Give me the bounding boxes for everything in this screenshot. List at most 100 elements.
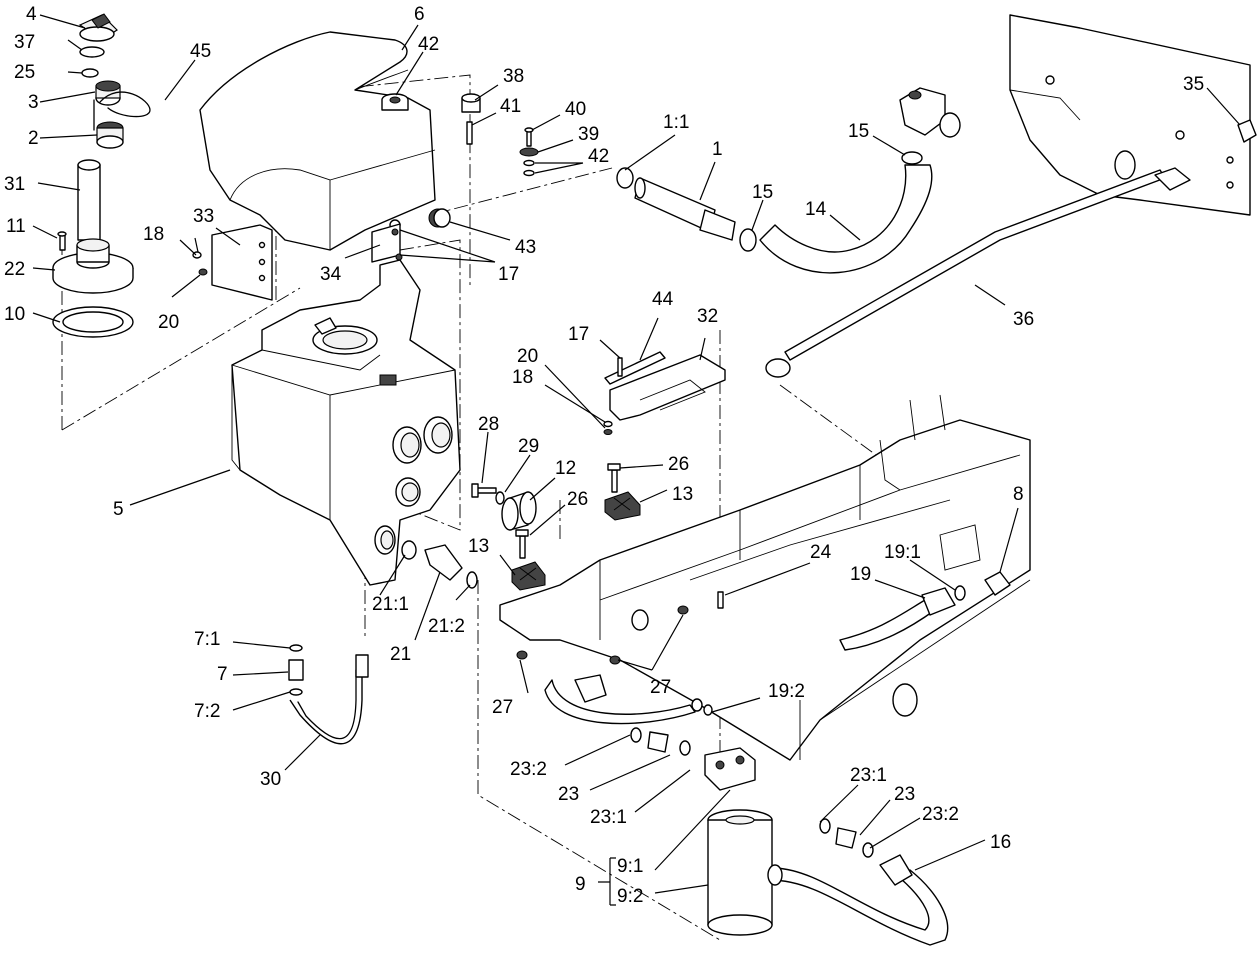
callout-25: 25 (14, 62, 35, 83)
lower-frame (499, 394, 1031, 761)
callout-1-1: 1:1 (663, 112, 689, 133)
callout-9-1: 9:1 (617, 856, 643, 877)
washers-part-42 (523, 159, 535, 177)
nut-part-27 (516, 605, 689, 665)
callout-13b: 13 (468, 536, 489, 557)
callout-21: 21 (390, 644, 411, 665)
nut-part-20 (198, 268, 208, 276)
strainer-part-3 (93, 80, 121, 131)
tube-part-1 (634, 177, 736, 241)
plug-part-43 (428, 208, 451, 228)
callout-10: 10 (4, 304, 25, 325)
callout-23-2a: 23:2 (510, 759, 547, 780)
o-ring-part-1-1 (616, 167, 634, 189)
gasket-part-10 (52, 306, 134, 338)
bolt-part-24 (717, 591, 724, 609)
callout-15b: 15 (752, 182, 773, 203)
callout-28: 28 (478, 414, 499, 435)
callout-27a: 27 (492, 697, 513, 718)
callout-23-1a: 23:1 (590, 807, 627, 828)
callout-36: 36 (1013, 309, 1034, 330)
washer-part-25 (81, 68, 99, 78)
nut-part-8 (984, 571, 1011, 596)
bracket-part-34 (371, 223, 403, 263)
callout-44: 44 (652, 289, 674, 310)
callout-34: 34 (320, 264, 342, 285)
callout-31: 31 (4, 174, 25, 195)
bracket-part-33 (211, 224, 273, 301)
callout-19: 19 (850, 564, 871, 585)
callout-15a: 15 (848, 121, 869, 142)
callout-42a: 42 (418, 34, 439, 55)
washer-nut-parts-18-20 (603, 420, 613, 435)
callout-33: 33 (193, 206, 214, 227)
callout-22: 22 (4, 259, 25, 280)
hydraulic-tank-part-5 (231, 259, 461, 586)
callout-39: 39 (578, 124, 599, 145)
callout-3: 3 (28, 92, 39, 113)
fitting-part-7 (288, 644, 304, 696)
screw-part-40 (524, 127, 534, 147)
callout-9-2: 9:2 (617, 886, 643, 907)
screw-part-11 (57, 231, 67, 251)
grommet-part-38 (461, 93, 481, 113)
bolt-part-26 (515, 463, 621, 559)
callout-6: 6 (414, 4, 425, 25)
bracket-part-32 (609, 354, 726, 421)
callout-8: 8 (1013, 484, 1024, 505)
hose-part-14 (759, 164, 933, 274)
bolt-part-28 (471, 483, 497, 498)
callout-18a: 18 (143, 224, 164, 245)
flange-part-22 (52, 238, 134, 294)
callout-20b: 20 (517, 346, 538, 367)
callout-38: 38 (503, 66, 524, 87)
callout-29: 29 (518, 436, 539, 457)
callout-7-2: 7:2 (194, 701, 220, 722)
frame-upper-right (1009, 14, 1251, 216)
callout-26b: 26 (567, 489, 588, 510)
fitting-part-23 (630, 727, 874, 858)
tank-cover-part-6 (199, 31, 436, 251)
bulkhead-nut-part-35 (1237, 119, 1257, 143)
callout-27b: 27 (650, 677, 671, 698)
callout-37: 37 (14, 32, 35, 53)
callout-5: 5 (113, 499, 124, 520)
hose-part-19 (839, 585, 966, 651)
callout-2: 2 (28, 128, 39, 149)
callout-23b: 23 (894, 784, 915, 805)
callout-24: 24 (810, 542, 832, 563)
callout-13a: 13 (672, 484, 693, 505)
callout-4: 4 (26, 4, 37, 25)
callout-7-1: 7:1 (194, 629, 220, 650)
callout-30: 30 (260, 769, 281, 790)
callout-42b: 42 (588, 146, 609, 167)
screw-part-17 (617, 357, 623, 377)
callout-7: 7 (217, 664, 228, 685)
callout-17a: 17 (498, 264, 519, 285)
callout-23a: 23 (558, 784, 579, 805)
callout-23-1b: 23:1 (850, 765, 887, 786)
filter-element-part-9-2 (707, 809, 773, 936)
callout-41: 41 (500, 96, 521, 117)
callout-43: 43 (515, 237, 536, 258)
hose-part-30 (289, 654, 369, 745)
filter-head-part-9-1 (704, 747, 756, 791)
callout-19-1: 19:1 (884, 542, 921, 563)
callout-26a: 26 (668, 454, 689, 475)
callout-18b: 18 (512, 367, 533, 388)
callout-14: 14 (805, 199, 827, 220)
elbow-fitting-part-15 (899, 87, 961, 138)
callout-45: 45 (190, 41, 211, 62)
bracket-part-13 (511, 491, 641, 591)
callout-11: 11 (6, 216, 26, 237)
callout-32: 32 (697, 306, 718, 327)
callout-1: 1 (712, 139, 723, 160)
callout-21-1: 21:1 (372, 594, 409, 615)
isolator-part-12 (501, 491, 537, 531)
filter-part-2 (96, 121, 124, 149)
callout-21-2: 21:2 (428, 616, 465, 637)
callout-19-2: 19:2 (768, 681, 805, 702)
cap-part-4 (78, 13, 118, 42)
callout-23-2b: 23:2 (922, 804, 959, 825)
